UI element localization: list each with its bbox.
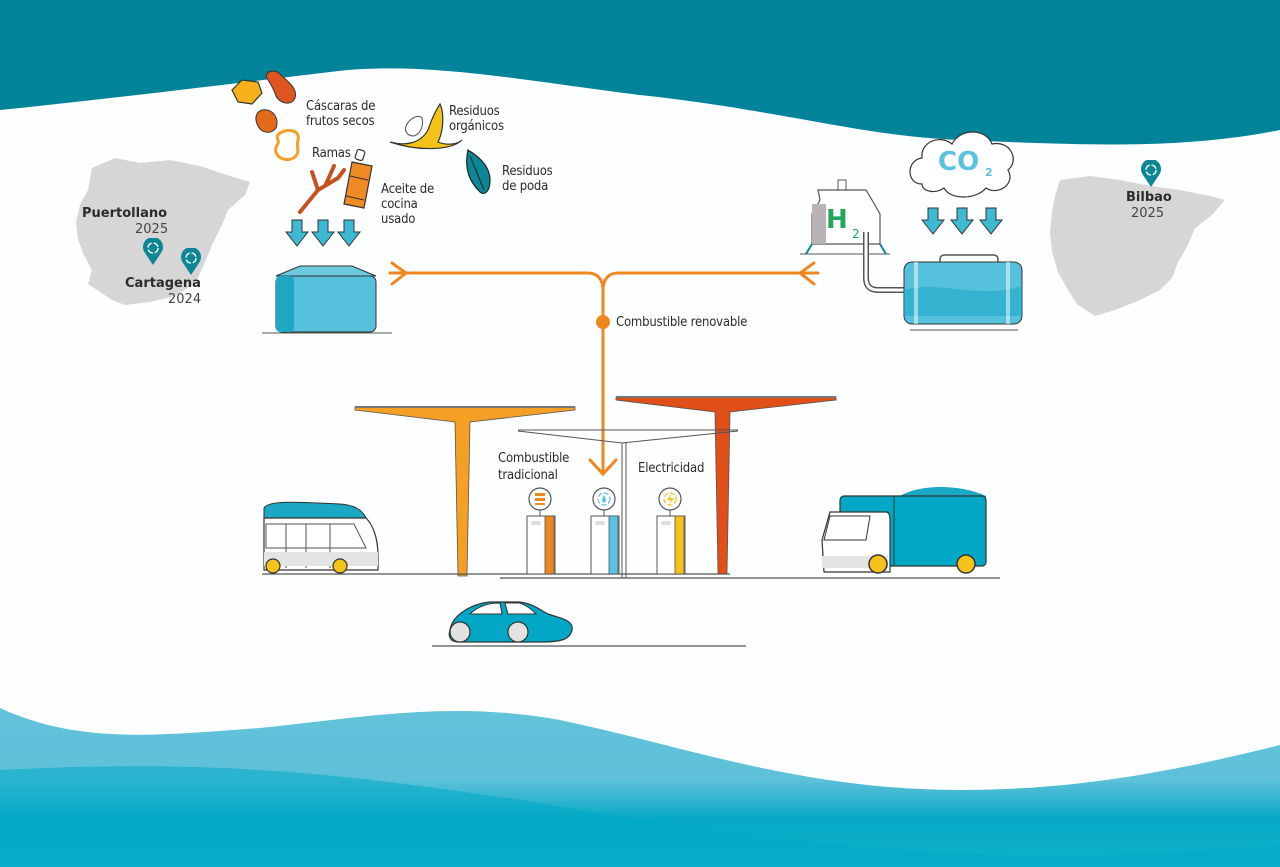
car-icon [432,601,746,647]
lemon-icon [231,79,263,105]
co2-cloud-icon [909,131,1014,198]
city-label: Puertollano [82,206,168,221]
year-label: 2025 [1131,206,1165,221]
label-organic-waste: Residuos orgánicos [449,104,504,134]
bus-icon [263,501,379,574]
refresh-pin-icon[interactable] [1140,160,1162,188]
flow-node [596,315,610,329]
collection-tank-icon [262,265,392,334]
leaf-icon [466,149,491,195]
down-arrow-icon [284,219,362,247]
banana-peel-icon [389,102,463,150]
year-label: 2024 [168,292,202,307]
label-pruning-waste: Residuos de poda [502,164,553,194]
branch-icon [298,164,346,214]
city-label: Bilbao [1126,190,1172,205]
water-pump [590,487,620,575]
cashew-icon [274,128,300,161]
co2-subscript: 2 [985,166,993,179]
label-renewable-fuel: Combustible renovable [616,315,748,330]
label-traditional-fuel-1: Combustible [498,451,570,466]
down-arrow-icon [920,207,1004,235]
label-branches: Ramas [312,146,351,161]
ev-charger [656,487,686,575]
fuel-pump [526,487,556,575]
city-label: Cartagena [125,276,201,291]
hydrogen-tank-icon [800,179,890,255]
refresh-pin-icon[interactable] [142,238,164,266]
year-label: 2025 [135,222,169,237]
h2-subscript: 2 [852,227,860,241]
reactor-tank-icon [903,254,1023,331]
label-electricity: Electricidad [638,461,705,476]
almond-icon [255,109,278,133]
canopy-center [517,429,739,578]
canopy-left [354,406,576,577]
truck-icon [821,487,987,574]
top-wave [0,0,1280,145]
bottle-icon [343,148,373,209]
label-traditional-fuel-2: tradicional [498,468,558,483]
label-nut-shells: Cáscaras de frutos secos [306,99,376,129]
refresh-pin-icon[interactable] [180,248,202,276]
h2-symbol: H [826,205,848,235]
co2-symbol: CO [938,147,979,177]
label-used-cooking-oil: Aceite de cocina usado [381,182,434,227]
canopy-right [615,396,837,575]
peanut-icon [266,70,297,104]
